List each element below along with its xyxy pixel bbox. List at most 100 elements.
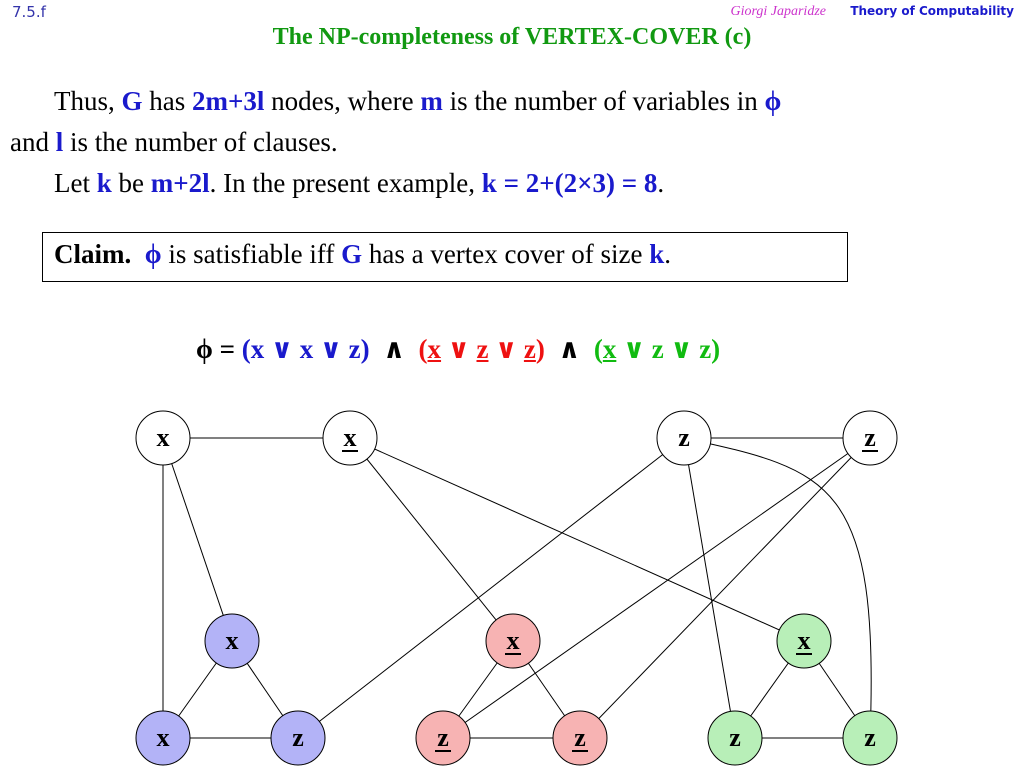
claim-label: Claim. [54, 239, 132, 269]
slide-number: 7.5.f [12, 3, 46, 21]
text: . [657, 168, 665, 198]
text: is the number of clauses. [63, 127, 338, 157]
literal: x [602, 334, 617, 364]
node-circle [270, 710, 326, 766]
clause-3: (x ∨ z ∨ z) [593, 334, 721, 364]
and-operator: ∧ [369, 334, 419, 364]
edge-vnx-c3x [349, 437, 805, 642]
literal: z [476, 334, 489, 364]
node-vz: z [656, 410, 712, 466]
text: Let [54, 168, 97, 198]
text: is satisfiable iff [161, 239, 342, 269]
cnf-formula: ϕ = (x ∨ x ∨ z) ∧ (x ∨ z ∨ z) ∧ (x ∨ z ∨… [196, 334, 720, 365]
node-circle [135, 710, 191, 766]
text: . [664, 239, 671, 269]
text: . In the present example, [209, 168, 482, 198]
node-label: x [798, 626, 811, 655]
phi-symbol: ϕ [196, 334, 213, 364]
node-circle [204, 613, 260, 669]
edge-vz-c3z1 [683, 437, 736, 739]
course-name: Theory of Computability [850, 4, 1014, 18]
body-line-1: Thus, G has 2m+3l nodes, where m is the … [54, 86, 781, 117]
node-c3x: x [776, 613, 832, 669]
node-c1x2: x [135, 710, 191, 766]
node-c2z1: z [415, 710, 471, 766]
graph-symbol: G [121, 86, 143, 116]
node-label: z [678, 423, 690, 452]
text: and [10, 127, 56, 157]
node-label: x [507, 626, 520, 655]
claim-box [42, 232, 848, 282]
text: Thus, [54, 86, 122, 116]
graph-edges [162, 437, 872, 739]
node-circle [842, 710, 898, 766]
node-circle [415, 710, 471, 766]
var-m: m [420, 86, 443, 116]
node-label: z [437, 723, 449, 752]
node-circle [656, 410, 712, 466]
node-label: z [729, 723, 741, 752]
node-label: x [157, 423, 170, 452]
clause-2: (x ∨ z ∨ z) [418, 334, 545, 364]
and-operator: ∧ [544, 334, 594, 364]
node-c1x1: x [204, 613, 260, 669]
phi-symbol: ϕ [144, 239, 162, 269]
literal: x [427, 334, 442, 364]
phi-symbol: ϕ [764, 86, 782, 116]
text: has [142, 86, 193, 116]
node-circle [842, 410, 898, 466]
node-circle [322, 410, 378, 466]
edge-vnx-c2x [349, 437, 514, 642]
node-c3z1: z [707, 710, 763, 766]
node-label: z [864, 423, 876, 452]
node-vnz: z [842, 410, 898, 466]
literal: x [250, 334, 265, 364]
node-vnx: x [322, 410, 378, 466]
node-c1z: z [270, 710, 326, 766]
edge-vnz-c2z1 [442, 437, 871, 739]
literal: z [651, 334, 664, 364]
node-circle [707, 710, 763, 766]
literal: z [523, 334, 536, 364]
k-definition: m+2l [150, 168, 210, 198]
node-circle [552, 710, 608, 766]
text: be [111, 168, 151, 198]
text: nodes, where [264, 86, 421, 116]
node-label: z [574, 723, 586, 752]
formula-clauses: (x ∨ x ∨ z) ∧ (x ∨ z ∨ z) ∧ (x ∨ z ∨ z) [242, 334, 720, 364]
edge-vz-c1z [297, 437, 685, 739]
graph-nodes: x x z z x x z x z z x z z [135, 410, 898, 766]
equals-sign: = [212, 334, 242, 364]
node-c3z2: z [842, 710, 898, 766]
var-l: l [55, 127, 64, 157]
literal: z [699, 334, 712, 364]
body-line-2: and l is the number of clauses. [10, 127, 338, 158]
literal: z [348, 334, 361, 364]
claim-text: Claim. ϕ is satisfiable iff G has a vert… [54, 239, 671, 270]
edge-vx-c1x1 [162, 437, 233, 642]
literal: x [299, 334, 314, 364]
text: is the number of variables in [442, 86, 765, 116]
node-vx: x [135, 410, 191, 466]
node-label: z [292, 723, 304, 752]
edge-vnz-c2z2 [579, 437, 871, 739]
graph-symbol: G [341, 239, 363, 269]
node-circle [776, 613, 832, 669]
edge-vz-c3z2 [683, 437, 872, 739]
node-c2x: x [485, 613, 541, 669]
node-label: x [226, 626, 239, 655]
node-circle [485, 613, 541, 669]
k-example: k = 2+(2×3) = 8 [481, 168, 658, 198]
slide-title: The NP-completeness of VERTEX-COVER (c) [272, 24, 752, 50]
node-label: z [864, 723, 876, 752]
text: has a vertex cover of size [362, 239, 650, 269]
author-name: Giorgi Japaridze [730, 4, 826, 19]
node-circle [135, 410, 191, 466]
var-k: k [649, 239, 665, 269]
node-c2z2: z [552, 710, 608, 766]
var-k: k [96, 168, 112, 198]
body-line-3: Let k be m+2l. In the present example, k… [54, 168, 664, 199]
node-label: x [157, 723, 170, 752]
node-label: x [344, 423, 357, 452]
